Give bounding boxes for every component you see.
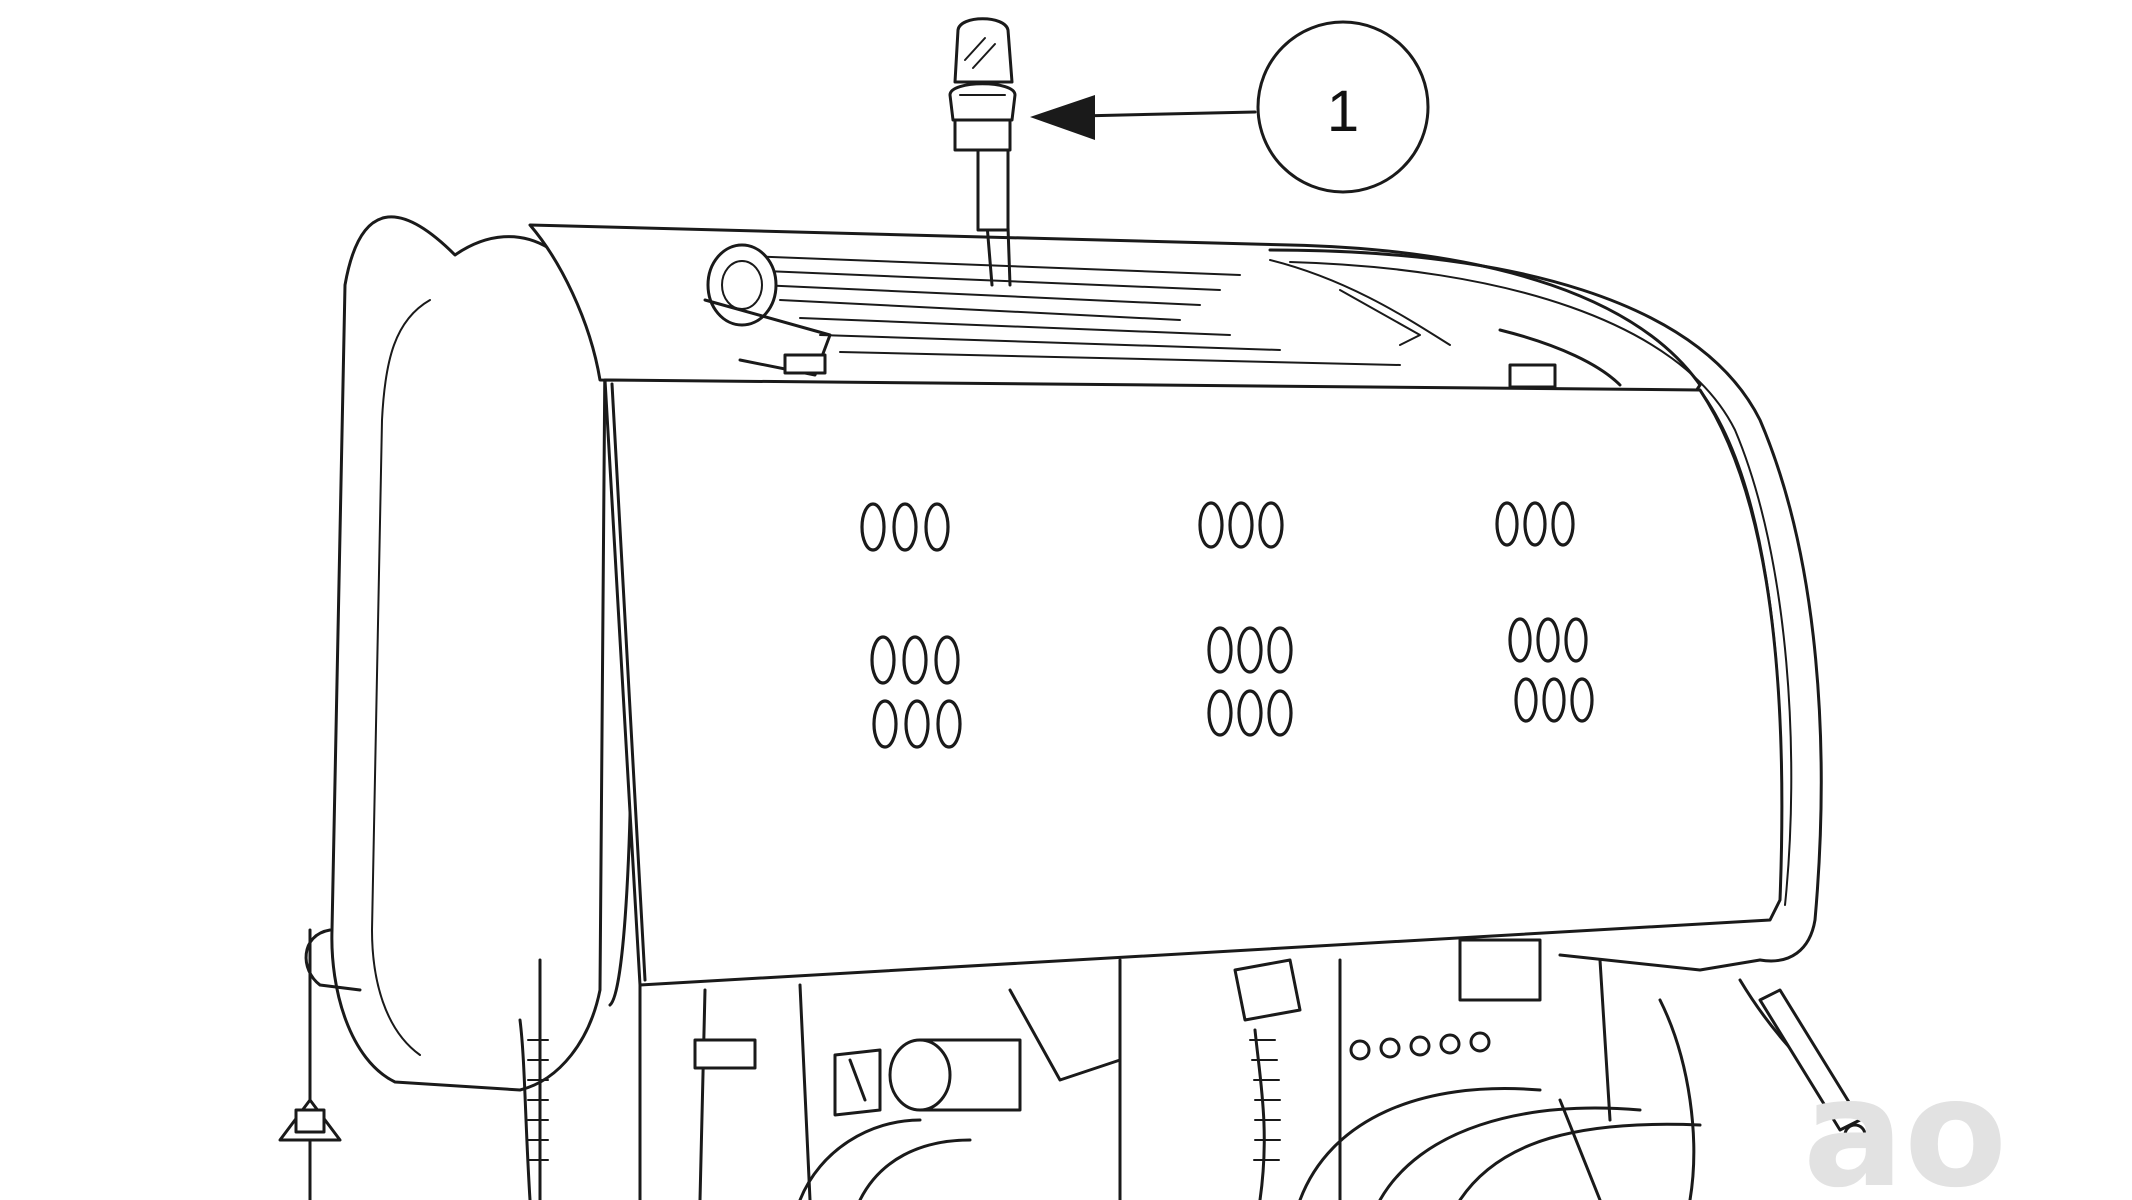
left-side-shield bbox=[304, 215, 633, 1092]
callout-1: 1 bbox=[1030, 20, 1430, 194]
vent-group-3 bbox=[1495, 501, 1594, 723]
vent-holes bbox=[860, 501, 1594, 749]
vent-group-1 bbox=[860, 502, 962, 749]
pressure-gauge-icon bbox=[706, 243, 778, 327]
top-deck bbox=[528, 223, 1702, 402]
callout-leader-line bbox=[1078, 110, 1257, 118]
rotating-beacon-icon bbox=[948, 17, 1017, 287]
vent-group-2 bbox=[1198, 501, 1293, 737]
callout-number: 1 bbox=[1327, 79, 1359, 144]
lower-machinery bbox=[278, 928, 1867, 1200]
chain-icon bbox=[527, 1039, 549, 1161]
front-panel bbox=[603, 378, 1784, 987]
watermark-logo: ao bbox=[1803, 1047, 2007, 1200]
callout-circle bbox=[1256, 20, 1430, 194]
right-frame bbox=[1268, 248, 1823, 963]
arrow-left-icon bbox=[1030, 95, 1095, 140]
